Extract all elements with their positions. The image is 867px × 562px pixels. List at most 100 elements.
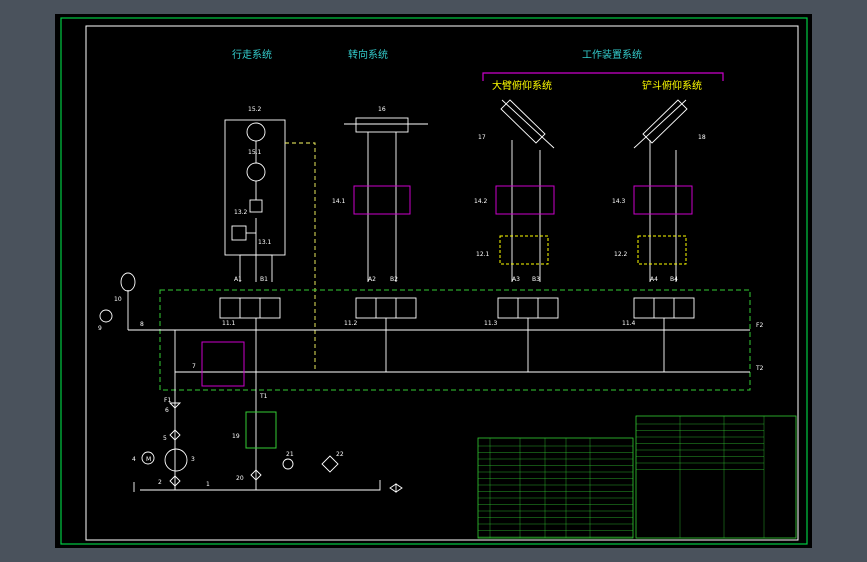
main-lines	[127, 290, 750, 492]
bucket-lock-valve-box	[637, 235, 687, 265]
label-14-1: 14.1	[332, 198, 346, 205]
label-15-1: 15.1	[248, 149, 262, 156]
steering-group	[344, 117, 428, 282]
label-t2: T2	[755, 365, 764, 372]
pilot-valve-7	[201, 341, 245, 387]
title-table	[635, 415, 797, 539]
label-8: 8	[140, 321, 144, 328]
label-21: 21	[286, 451, 294, 458]
bucket-lines	[649, 140, 677, 282]
label-22: 22	[336, 451, 344, 458]
heading-bucket-system: 铲斗俯仰系统	[642, 79, 702, 92]
sheet-outer-frame	[60, 17, 808, 545]
label-15-2: 15.2	[248, 106, 262, 113]
heading-work-device-system: 工作装置系统	[582, 48, 642, 61]
bucket-cylinder	[642, 99, 688, 144]
drawing-sheet	[55, 14, 812, 548]
drain-valve	[389, 483, 403, 493]
check-valve-6	[168, 402, 182, 409]
label-t1: T1	[259, 393, 268, 400]
steering-cylinder	[355, 117, 409, 133]
label-14-2: 14.2	[474, 198, 488, 205]
label-b4: B4	[670, 276, 678, 283]
label-b2: B2	[390, 276, 398, 283]
table-rows	[478, 416, 765, 538]
bom-table	[477, 437, 634, 539]
label-5: 5	[163, 435, 167, 442]
valve-11-4-cells	[653, 298, 675, 318]
bucket-rod	[633, 99, 687, 149]
component-labels: 15.2 15.1 13.2 13.1 16 14.1 17 18 14.2 1…	[98, 106, 764, 488]
heading-travel-system: 行走系统	[232, 48, 272, 61]
suction-filter-2	[169, 475, 181, 487]
accumulator-10	[120, 272, 136, 292]
valve-11-3-cells	[517, 298, 539, 318]
label-18: 18	[698, 134, 706, 141]
boom-check-valve-box	[495, 185, 555, 215]
label-11-4: 11.4	[622, 320, 636, 327]
return-filter-20	[250, 469, 262, 481]
components	[99, 272, 403, 493]
directional-valves	[219, 297, 695, 319]
label-16: 16	[378, 106, 386, 113]
label-11-1: 11.1	[222, 320, 236, 327]
valve-11-2-cells	[375, 298, 397, 318]
label-17: 17	[478, 134, 486, 141]
boom-lock-valve-box	[499, 235, 549, 265]
boom-group	[500, 99, 555, 282]
label-9: 9	[98, 325, 102, 332]
main-pump-3	[164, 448, 188, 472]
work-device-bracket	[482, 72, 724, 81]
bucket-group	[633, 99, 688, 282]
label-19: 19	[232, 433, 240, 440]
relief-valve-13-2	[249, 199, 263, 213]
pressure-gauge-9	[99, 309, 113, 323]
label-7: 7	[192, 363, 196, 370]
steering-lines	[367, 132, 397, 282]
cooler-19	[245, 411, 277, 449]
heading-boom-system: 大臂俯仰系统	[492, 79, 552, 92]
bucket-check-valve-box	[633, 185, 693, 215]
label-11-3: 11.3	[484, 320, 498, 327]
valve-11-1-cells	[239, 298, 261, 318]
label-b3: B3	[532, 276, 540, 283]
sheet-inner-frame	[85, 25, 799, 541]
label-a1: A1	[234, 276, 242, 283]
air-filter-22	[321, 455, 339, 473]
tank-line	[140, 480, 381, 491]
label-b1: B1	[260, 276, 268, 283]
label-2: 2	[158, 479, 162, 486]
label-12-2: 12.2	[614, 251, 628, 258]
label-14-3: 14.3	[612, 198, 626, 205]
label-m: M	[146, 456, 151, 463]
travel-ports	[239, 254, 273, 282]
valve-return-drops	[385, 318, 665, 372]
thermometer-21	[282, 458, 294, 470]
label-f2: F2	[756, 322, 763, 329]
label-12-1: 12.1	[476, 251, 490, 258]
boom-rod	[501, 99, 555, 149]
label-13-2: 13.2	[234, 209, 248, 216]
label-1: 1	[206, 481, 210, 488]
label-6: 6	[165, 407, 169, 414]
label-a3: A3	[512, 276, 520, 283]
valve-11-1	[219, 297, 281, 319]
travel-group	[224, 119, 286, 282]
label-a2: A2	[368, 276, 376, 283]
filter-5	[169, 429, 181, 441]
valve-block-frame	[159, 289, 751, 391]
heading-steering-system: 转向系统	[348, 48, 388, 61]
label-f1: F1	[164, 397, 171, 404]
steering-check-valve-box	[353, 185, 411, 215]
boom-cylinder	[500, 99, 546, 144]
pilot-drain-line	[285, 142, 316, 372]
label-20: 20	[236, 475, 244, 482]
motor-4	[141, 451, 155, 465]
label-13-1: 13.1	[258, 239, 272, 246]
label-10: 10	[114, 296, 122, 303]
boom-lines	[511, 140, 541, 282]
label-3: 3	[191, 456, 195, 463]
label-a4: A4	[650, 276, 658, 283]
label-4: 4	[132, 456, 136, 463]
